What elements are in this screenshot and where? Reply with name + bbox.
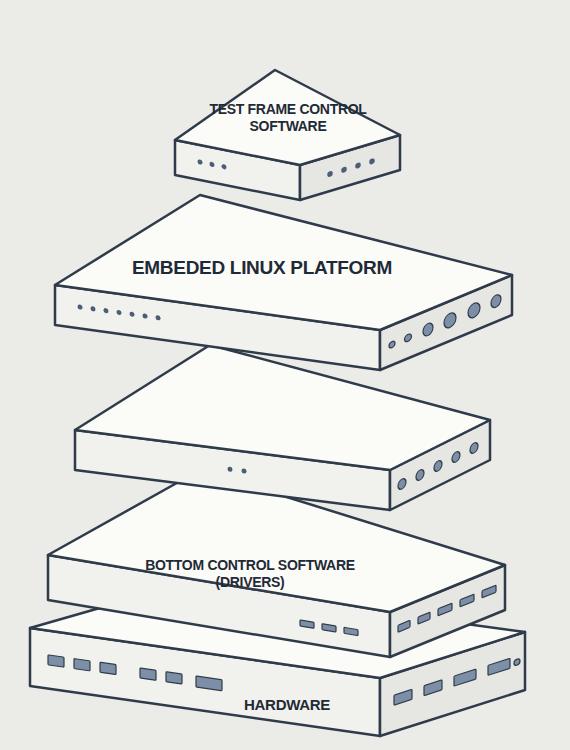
linux-platform-layer: EMBEDED LINUX PLATFORM <box>92 252 432 284</box>
driver-layer: BOTTOM CONTROL SOFTWARE (DRIVERS) <box>140 552 360 596</box>
layer-label: EMBEDED LINUX PLATFORM <box>132 256 392 280</box>
layer-label: TEST FRAME CONTROL SOFTWARE <box>200 101 376 136</box>
layer-label: HARDWARE <box>244 696 330 715</box>
test-frame-slab <box>175 70 400 200</box>
layer-label: BOTTOM CONTROL SOFTWARE (DRIVERS) <box>140 557 360 592</box>
test-frame-layer: TEST FRAME CONTROL SOFTWARE <box>200 94 376 142</box>
linux-slab <box>55 195 512 370</box>
hardware-layer: HARDWARE <box>207 692 367 718</box>
middle-slab <box>75 345 490 510</box>
driver-slab <box>48 470 505 657</box>
